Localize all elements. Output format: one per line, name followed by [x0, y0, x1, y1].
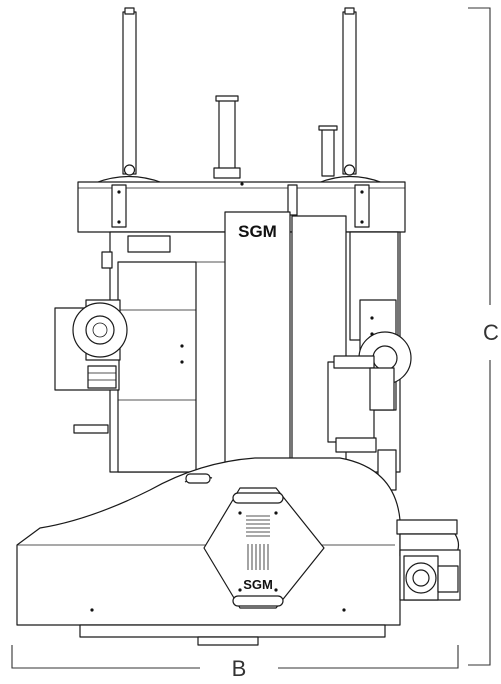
brand-logo-upper: SGM — [238, 222, 277, 241]
left-motor — [54, 251, 128, 434]
vent-grille — [246, 515, 270, 570]
dimension-c-label: C — [483, 320, 499, 345]
dimension-c: C — [468, 7, 499, 666]
dimension-b: B — [11, 645, 459, 681]
right-motor — [327, 231, 412, 491]
bottom-right-motor — [396, 519, 461, 601]
diamond-cover: SGM — [203, 487, 325, 609]
dimension-b-label: B — [232, 656, 247, 681]
central-post — [213, 95, 338, 179]
brand-logo-lower: SGM — [243, 577, 273, 592]
guide-rods — [94, 7, 384, 184]
